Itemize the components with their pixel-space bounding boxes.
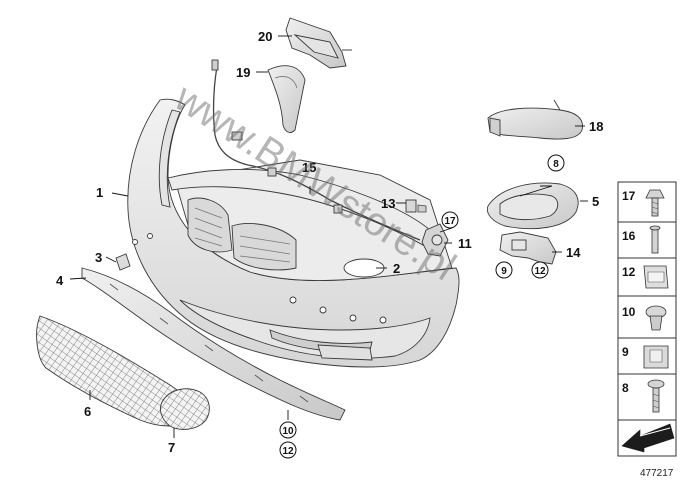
air-duct-18 [487,99,583,140]
bracket-part-20 [285,17,352,69]
spoiler-lip-4 [81,267,346,421]
fastener-label-8: 8 [622,381,629,395]
fog-light-trim-5 [486,182,579,230]
sensor-part-13 [405,199,427,213]
callout-12-circle-bracket: 12 [534,266,546,277]
callout-11: 11 [458,236,472,251]
callout-12-circle-bottom: 12 [282,446,294,457]
bracket-part-19 [267,65,306,133]
clip-9-icon [643,345,669,369]
expanding-nut-10-icon [645,305,667,331]
sensor-holder-11 [421,223,449,257]
reference-number: 477217 [640,468,674,479]
small-grille-7 [159,388,210,430]
fastener-panel: 17 16 12 10 9 8 [617,181,677,457]
callout-3: 3 [95,250,102,265]
fastener-label-9: 9 [622,345,629,359]
rivet-16-icon [649,225,661,254]
fastener-label-10: 10 [622,305,636,319]
callout-18: 18 [589,119,603,134]
callout-2: 2 [393,261,400,276]
callout-7: 7 [168,440,175,455]
callout-10-circle: 10 [282,426,294,437]
fastener-label-17: 17 [622,189,636,203]
fastener-label-16: 16 [622,229,636,243]
bracket-14 [499,231,557,265]
callout-1: 1 [96,185,103,200]
callout-8-circle: 8 [553,159,559,170]
callout-6: 6 [84,404,91,419]
callout-9-circle: 9 [501,266,507,277]
callout-4: 4 [56,273,64,288]
callout-14: 14 [566,245,581,260]
callout-19: 19 [236,65,250,80]
screw-17-icon [645,189,665,217]
wiring-harness [211,59,421,241]
clip-part-3 [115,253,131,271]
callout-17-circle: 17 [444,216,456,227]
callout-5: 5 [592,194,599,209]
direction-arrow-icon [621,423,675,453]
screw-8-icon [647,379,665,413]
callout-13: 13 [381,196,395,211]
bumper-trim-panel [127,98,460,368]
fastener-label-12: 12 [622,265,636,279]
callout-15: 15 [302,160,316,175]
callout-20: 20 [258,29,272,44]
clip-nut-12-icon [643,265,669,289]
